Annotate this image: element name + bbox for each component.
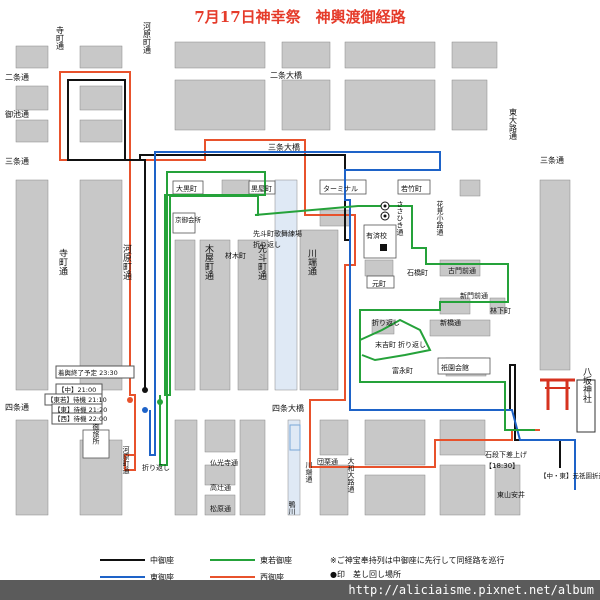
label-matsubara: 松原通 — [210, 504, 231, 513]
label-time-higashi: 【東】待機 21:20 — [54, 405, 107, 414]
label-motomachi: 元町 — [372, 280, 386, 288]
legend-higashi: 東御座 — [150, 572, 174, 582]
label-sanjo-right: 三条通 — [540, 155, 564, 165]
legend-naka: 中御座 — [150, 555, 174, 565]
label-shijo: 四条通 — [5, 402, 29, 412]
label-kiyamachi: 木屋町通 — [203, 243, 214, 281]
label-bukkoji: 仏光寺通 — [210, 458, 238, 467]
higashi-route — [149, 151, 576, 490]
label-kyogokaisho: 京御会所 — [175, 215, 202, 224]
label-turnback-2: 折り返し — [372, 318, 400, 327]
label-turnback-4: 折り返し — [142, 463, 170, 472]
label-kawaramachi-bottom: 河原町通 — [122, 446, 130, 475]
label-furumon: 古門前通 — [448, 266, 476, 275]
label-takatsuji: 高辻通 — [210, 483, 231, 492]
label-yamato: 大和大路通 — [347, 457, 355, 494]
label-suekichi: 末吉町 — [375, 340, 396, 349]
label-higashioji: 東大路通 — [509, 107, 518, 141]
label-sasahikicho: ささひき通 — [396, 201, 404, 237]
label-ohkuro: 大黒町 — [176, 184, 197, 193]
label-oike: 御池通 — [5, 109, 29, 119]
label-motogion: 【中・東】元祇園折返し — [540, 471, 600, 480]
label-hayashishita: 林下町 — [490, 306, 511, 315]
label-kawabata: 川端通 — [306, 249, 317, 277]
label-tominaga: 富永町 — [392, 366, 413, 375]
yasaka-box — [576, 379, 596, 433]
label-shinbashi: 新橋通 — [440, 318, 461, 327]
time-box — [44, 365, 135, 425]
label-nijo-ohashi: 二条大橋 — [270, 70, 302, 80]
label-ishidanshita: 石段下差上げ — [485, 450, 527, 459]
label-shijo-ohashi: 四条大橋 — [272, 403, 304, 413]
legend-note: ※ご神宝奉持列は中御座に先行して同経路を巡行 — [330, 555, 504, 565]
label-otabisho: 御旅所 — [92, 423, 100, 446]
legend-nishi: 西御座 — [260, 572, 284, 582]
map-labels: 寺町通 河原町通 二条通 御池通 三条通 二条大橋 三条大橋 東大路通 三条通 … — [5, 21, 600, 515]
label-shinmonzen: 新門前通 — [460, 291, 488, 300]
label-kawaramachi: 河原町通 — [121, 243, 132, 281]
label-ishidan-time: 【18:30】 — [485, 462, 519, 470]
label-time-nishi: 【西】待機 22:00 — [54, 414, 107, 423]
map-title: 7月17日神幸祭 神輿渡御経路 — [194, 8, 406, 26]
label-ishibashi: 石橋町 — [407, 268, 428, 277]
label-danryo: 団栗通 — [317, 457, 338, 466]
label-pontocho-kabu: 先斗町歌舞練場 — [253, 229, 302, 238]
label-sanjo-ohashi: 三条大橋 — [268, 142, 300, 152]
label-hanamikoji: 花見小路通 — [436, 200, 444, 237]
label-gionkaikan: 祇園会館 — [441, 363, 469, 372]
label-wakatake: 若竹町 — [401, 184, 422, 193]
label-higashiyama: 東山安井 — [497, 490, 525, 499]
label-yasaka: 八坂神社 — [581, 367, 592, 404]
label-zaimoku: 材木町 — [225, 251, 246, 260]
label-turnback-1: 折り返し — [253, 240, 281, 249]
stop-markers — [127, 201, 390, 413]
label-yusai: 有済校 — [366, 231, 387, 240]
label-teramachi: 寺町通 — [57, 248, 68, 276]
kamogawa-bridge-marker — [289, 424, 301, 451]
label-end-note: 着輿終了予定 23:30 — [58, 368, 118, 377]
city-blocks — [15, 41, 571, 516]
label-kawabata-bottom: 川端通 — [305, 462, 313, 484]
label-nijo: 二条通 — [5, 72, 29, 82]
label-pontocho: 先斗町通 — [256, 243, 267, 281]
label-turnback-3: 折り返し — [398, 340, 426, 349]
legend-dot-note: ●印 差し回し場所 — [330, 569, 401, 579]
torii-icon — [540, 378, 575, 410]
legend: 中御座 東若御座 東御座 西御座 ※ご神宝奉持列は中御座に先行して同経路を巡行 … — [100, 555, 504, 582]
procession-routes — [59, 71, 576, 490]
label-kurowa: 黒屋町 — [251, 185, 272, 193]
nishi-route — [59, 71, 540, 471]
higashiwaka-route — [159, 171, 535, 466]
label-terminal: ターミナル — [323, 184, 358, 193]
footer-url: http://aliciaisme.pixnet.net/album — [0, 580, 600, 600]
label-kawaramachi-top: 河原町通 — [143, 21, 152, 55]
label-sanjo: 三条通 — [5, 156, 29, 166]
higashiwaka-route-2 — [359, 318, 432, 362]
label-time-higashiwaka: 【東若】待機 21:10 — [47, 395, 107, 404]
label-kamo: 鴨川 — [288, 500, 296, 515]
label-time-naka: 【中】21:00 — [58, 385, 96, 394]
labelled-blocks — [82, 179, 491, 459]
label-teramachi-top: 寺町通 — [56, 26, 65, 51]
legend-higashiwaka: 東若御座 — [260, 555, 292, 565]
